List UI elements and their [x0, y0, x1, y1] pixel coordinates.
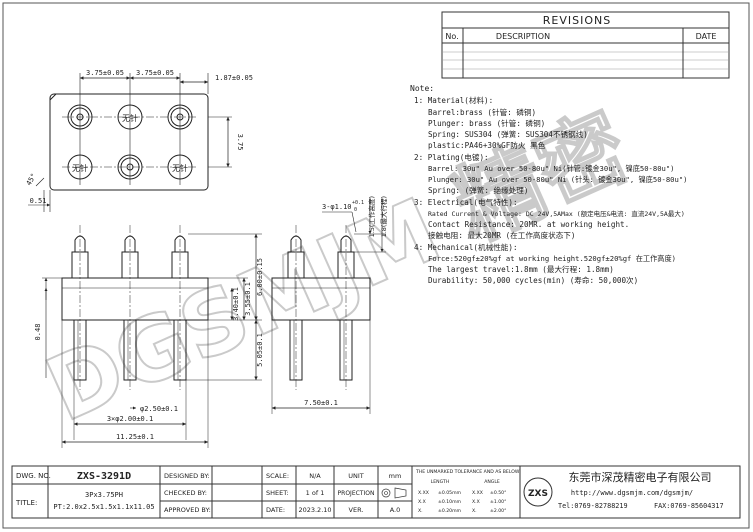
tol-cell: X.	[418, 508, 423, 514]
dim-total-height: 6.00±0.15	[256, 258, 264, 296]
front-view	[42, 225, 262, 448]
note-line: Contact Resistance: 20MR. at working hei…	[428, 220, 629, 229]
dwg-no-label: DWG. NO.	[16, 472, 51, 480]
note-line: plastic:PA46+30%GF防火 黑色	[428, 140, 546, 150]
unit-value: mm	[389, 472, 402, 480]
tol-cell: X.XX	[418, 490, 429, 496]
dim-hole-tol-up: +0.1	[352, 200, 364, 206]
scale-value: N/A	[309, 472, 321, 480]
note-line: Plunger: 30u" Au over 50-80u" Ni (针头: 镀金…	[428, 175, 688, 184]
dim-wall: 0.48	[34, 324, 42, 341]
label-no-pin-bottom-right: 无针	[172, 163, 188, 173]
ver-label: VER.	[349, 506, 364, 514]
dim-front-width: 11.25±0.1	[116, 433, 154, 441]
sheet-label: SHEET:	[266, 489, 289, 497]
note-line: 接触电阻: 最大20MR (在工作高度状态下)	[428, 230, 575, 240]
tol-length-head: LENGTH	[431, 479, 450, 485]
top-view	[28, 73, 232, 212]
sheet-value: 1 of 1	[306, 489, 325, 497]
company-website: http://www.dgsmjm.com/dgsmjm/	[571, 489, 693, 497]
dim-pin-pitch: 3×φ2.00±0.1	[107, 415, 153, 423]
note-line: 2: Plating(电镀):	[414, 152, 489, 162]
tol-cell: ±0.20mm	[438, 508, 462, 514]
dim-plunger-dia: φ2.50±0.1	[140, 405, 178, 413]
dim-work-height: 1.5(工作高度)	[367, 196, 376, 237]
company-fax: FAX:0769-85604317	[654, 502, 724, 510]
tol-cell: X.X	[418, 499, 426, 505]
note-line: The largest travel:1.8mm (最大行程: 1.8mm)	[428, 264, 614, 274]
dim-offset: 0.51	[30, 197, 47, 205]
notes-heading: Note:	[410, 84, 434, 93]
tol-cell: ±0.05mm	[438, 490, 462, 496]
dim-pitch-2: 3.75±0.05	[136, 69, 174, 77]
dim-height: 3.75	[236, 134, 244, 151]
note-line: 4: Mechanical(机械性能):	[414, 242, 518, 252]
title-line-2: PT:2.0x2.5x1.5x1.1x11.05	[53, 503, 154, 511]
note-line: Barrel: 30u" Au over 50-80u" Ni(针管:镀金30u…	[428, 164, 675, 173]
company-logo: ZXS	[528, 489, 548, 499]
note-line: Rated Current & Voltage: DC 24V,5AMax (额…	[428, 209, 685, 218]
tol-cell: ±0.50°	[490, 490, 506, 496]
dwg-no: ZXS-3291D	[77, 471, 131, 482]
projection-label: PROJECTION	[338, 490, 375, 497]
dim-max-travel: 1.8(最大行程)	[379, 196, 388, 237]
dim-pitch-1: 3.75±0.05	[86, 69, 124, 77]
note-line: Plunger: brass (针管: 磷铜)	[428, 118, 545, 128]
note-line: 1: Material(材料):	[414, 95, 493, 105]
date-value: 2023.2.10	[298, 506, 331, 514]
tol-cell: X.XX	[472, 490, 483, 496]
designed-by-label: DESIGNED BY:	[164, 472, 210, 480]
tol-cell: ±0.10mm	[438, 499, 462, 505]
tol-cell: ±2.00°	[490, 508, 506, 514]
dim-angle: 45°	[25, 172, 38, 187]
dim-hole-tol-down: 0	[354, 207, 357, 213]
tol-title: THE UNMARKED TOLERANCE AND AS BELOW:	[415, 469, 521, 475]
dim-hole: 3-φ1.10	[322, 203, 352, 211]
tol-angle-head: ANGLE	[484, 479, 500, 485]
date-label: DATE:	[266, 506, 285, 514]
side-view	[271, 198, 386, 414]
note-line: Durability: 50,000 cycles(min) (寿命: 50,0…	[428, 275, 638, 285]
company-tel: Tel:0769-82788219	[558, 502, 628, 510]
dim-edge: 1.87±0.05	[215, 74, 253, 82]
revisions-title: REVISIONS	[543, 14, 611, 27]
note-line: 3: Electrical(电气特性):	[414, 197, 518, 207]
dim-pin-height: 5.05±0.1	[256, 333, 264, 367]
title-line-1: 3Px3.75PH	[85, 491, 123, 499]
ver-value: A.0	[390, 506, 401, 514]
revisions-col-no: No.	[445, 32, 458, 41]
tol-cell: ±1.00°	[490, 499, 506, 505]
notes: Note: 1: Material(材料): Barrel:brass (针管:…	[410, 84, 688, 285]
dim-step-height: 3.40±0.1	[232, 287, 240, 321]
company-name: 东莞市深茂精密电子有限公司	[569, 470, 712, 484]
approved-by-label: APPROVED BY:	[164, 506, 211, 514]
note-line: Barrel:brass (针管: 磷铜)	[428, 107, 536, 117]
note-line: Spring: (弹簧: 绝缘处理)	[428, 185, 528, 195]
scale-label: SCALE:	[266, 472, 289, 480]
label-no-pin-top: 无针	[122, 113, 138, 123]
revisions-col-desc: DESCRIPTION	[496, 32, 550, 41]
title-label: TITLE:	[15, 499, 37, 507]
note-line: Spring: SUS304 (弹簧: SUS304不锈钢线)	[428, 129, 588, 139]
tolerance-table: THE UNMARKED TOLERANCE AND AS BELOW: LEN…	[415, 469, 521, 514]
unit-label: UNIT	[348, 472, 364, 480]
checked-by-label: CHECKED BY:	[164, 489, 207, 497]
revisions-table: REVISIONS No. DESCRIPTION DATE	[441, 11, 730, 79]
title-block	[11, 465, 741, 519]
dim-body-height: 3.55±0.1	[244, 282, 252, 316]
tol-cell: X.X	[472, 499, 480, 505]
dim-side-width: 7.50±0.1	[304, 399, 338, 407]
tol-cell: X.	[472, 508, 477, 514]
label-no-pin-bottom-left: 无针	[72, 163, 88, 173]
note-line: Force:520gf±20%gf at working height.520g…	[428, 254, 676, 263]
revisions-col-date: DATE	[696, 32, 717, 41]
